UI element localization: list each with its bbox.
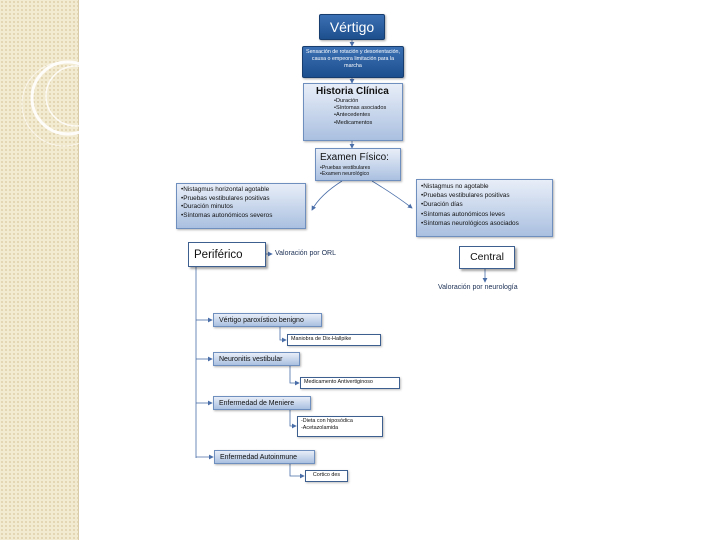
criteria-item: •Duración días	[421, 201, 463, 209]
vertigo-title-box: Vértigo	[319, 14, 385, 40]
periferico-evaluation: Valoración por ORL	[275, 250, 336, 257]
diagnosis-box: Vértigo paroxístico benigno	[213, 313, 322, 327]
treatment-box: Medicamento Antivertiginoso	[300, 377, 400, 389]
examen-fisico-box: Examen Físico: •Pruebas vestibulares •Ex…	[315, 148, 401, 181]
decorative-sidebar	[0, 0, 78, 540]
criteria-item: •Duración minutos	[181, 203, 233, 211]
diagnosis-name: Enfermedad de Meniere	[219, 400, 295, 407]
examen-item: •Pruebas vestibulares	[320, 165, 371, 171]
criteria-item: •Nistagmus horizontal agotable	[181, 186, 270, 193]
historia-clinica-box: Historia Clínica •Duración •Síntomas aso…	[303, 83, 403, 141]
diagnosis-name: Neuronitis vestibular	[219, 356, 283, 363]
diagnosis-box: Enfermedad de Meniere	[213, 396, 311, 410]
criteria-item: •Síntomas autonómicos leves	[421, 210, 505, 218]
diagnosis-box: Enfermedad Autoinmune	[214, 450, 315, 464]
treatment-text: -Acetazolamida	[301, 425, 339, 431]
criteria-item: •Síntomas autonómicos severos	[181, 211, 273, 219]
diagnosis-box: Neuronitis vestibular	[213, 352, 300, 366]
vertigo-description: Sensación de rotación y desorientación, …	[306, 49, 400, 69]
treatment-box: -Dieta con hiposódica -Acetazolamida	[297, 416, 383, 437]
historia-item: •Síntomas asociados	[334, 105, 387, 112]
decorative-rings	[21, 60, 107, 147]
treatment-box: Maniobra de Dix-Hallpike	[287, 334, 381, 346]
criteria-item: •Síntomas neurológicos asociados	[421, 219, 519, 227]
treatment-text: Maniobra de Dix-Hallpike	[291, 336, 352, 342]
treatment-text: Medicamento Antivertiginoso	[304, 379, 373, 385]
treatment-box: Cortico des	[305, 470, 348, 482]
diagnosis-name: Vértigo paroxístico benigno	[219, 317, 304, 324]
periferico-title: Periférico	[194, 249, 243, 261]
vertigo-description-box: Sensación de rotación y desorientación, …	[302, 46, 404, 78]
historia-item: •Antecedentes	[334, 112, 371, 119]
central-criteria-box: •Nistagmus no agotable •Pruebas vestibul…	[416, 179, 553, 237]
historia-item: •Medicamentos	[334, 119, 373, 126]
central-evaluation: Valoración por neurología	[438, 284, 518, 291]
periferico-criteria-box: •Nistagmus horizontal agotable •Pruebas …	[176, 183, 306, 229]
examen-title: Examen Físico:	[320, 152, 389, 163]
periferico-box: Periférico	[188, 242, 266, 267]
vertigo-title: Vértigo	[329, 19, 375, 35]
central-box: Central	[459, 246, 515, 269]
historia-item: •Duración	[334, 98, 359, 104]
central-title: Central	[470, 251, 504, 263]
sidebar-divider	[78, 0, 79, 540]
criteria-item: •Pruebas vestibulares positivas	[181, 194, 270, 202]
treatment-text: Cortico des	[312, 472, 341, 478]
criteria-item: •Nistagmus no agotable	[421, 183, 489, 190]
criteria-item: •Pruebas vestibulares positivas	[421, 192, 510, 200]
examen-item: •Examen neurológico	[320, 171, 370, 178]
diagnosis-name: Enfermedad Autoinmune	[220, 454, 298, 461]
historia-title: Historia Clínica	[316, 86, 389, 97]
treatment-text: -Dieta con hiposódica	[301, 418, 353, 424]
